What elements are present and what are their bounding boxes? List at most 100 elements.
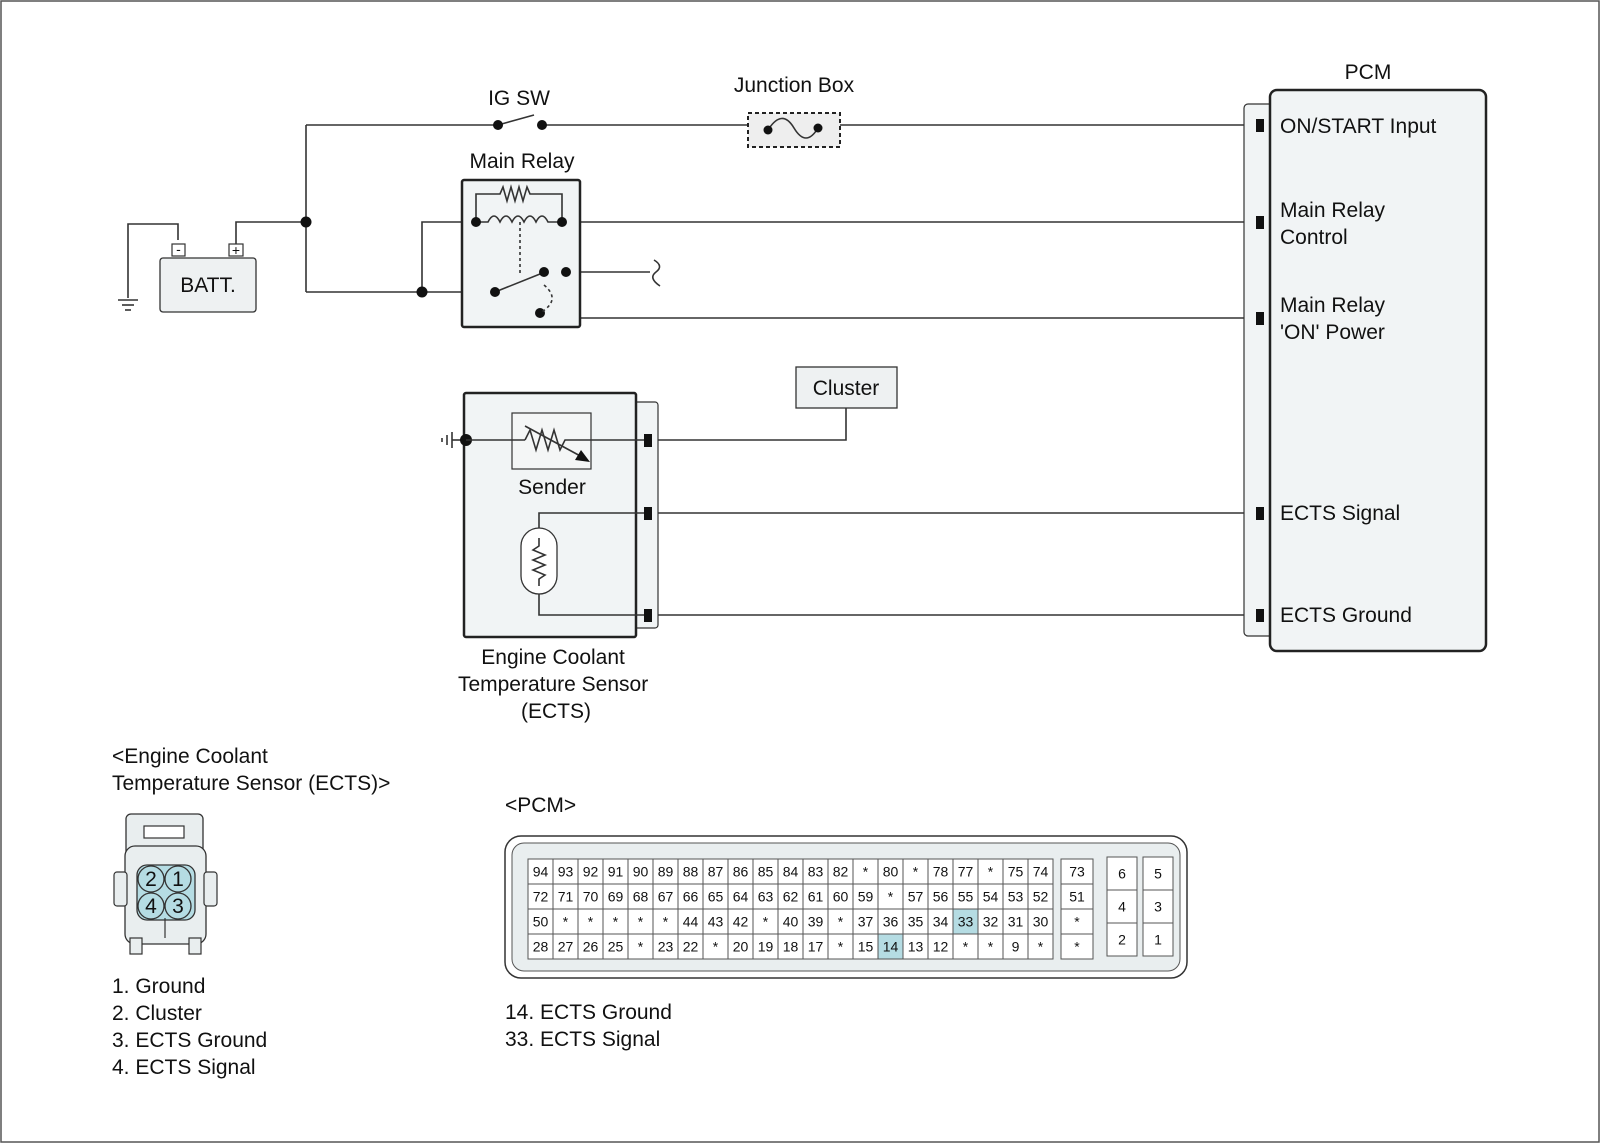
- pcm-pin-label: 15: [858, 939, 874, 955]
- pcm-pin-label: 39: [808, 914, 824, 930]
- pcm-terminal-main-relay-control: Main Relay Control: [1280, 199, 1391, 249]
- pcm-pin-cell: [1027, 908, 1054, 935]
- pcm-pin-cell: [1060, 858, 1094, 885]
- pcm-pin-cell: [677, 933, 704, 960]
- battery-label: BATT.: [180, 274, 236, 297]
- pcm-pin-cell: [527, 933, 554, 960]
- pcm-terminal-main-relay-on-power: Main Relay 'ON' Power: [1280, 294, 1391, 344]
- pcm-pin-cell: [1002, 933, 1029, 960]
- pcm-pin-label: 93: [558, 864, 574, 880]
- svg-text:+: +: [232, 242, 240, 258]
- pcm-pin-label: *: [1074, 939, 1080, 955]
- pcm-pin-label: *: [588, 914, 594, 930]
- pcm-connector-title: <PCM>: [505, 794, 576, 817]
- pcm-pin-label: 50: [533, 914, 549, 930]
- pcm-pin-label: *: [763, 914, 769, 930]
- pcm-pin-label: 26: [583, 939, 599, 955]
- pcm-pin-label: 4: [1118, 899, 1126, 915]
- svg-text:-: -: [176, 241, 181, 257]
- pcm-pin-label: 90: [633, 864, 649, 880]
- pcm-pin-cell: [777, 933, 804, 960]
- pcm-pin-cell: [1060, 933, 1094, 960]
- pcm-pin-cell: [702, 908, 729, 935]
- pcm-pin-label: 22: [683, 939, 699, 955]
- pcm-pin-label: 70: [583, 889, 599, 905]
- pcm-pin-label: 57: [908, 889, 924, 905]
- pcm-pin-label: 51: [1069, 889, 1085, 905]
- ects-connector-title: <Engine Coolant Temperature Sensor (ECTS…: [112, 745, 390, 795]
- pcm-pin-cell: [1106, 922, 1138, 957]
- pcm-pin-label: 55: [958, 889, 974, 905]
- pcm-pin-cell: [802, 883, 829, 910]
- ects-pin-label: 1: [172, 868, 184, 891]
- pcm-pin-label: 69: [608, 889, 624, 905]
- pcm-pin-label: 56: [933, 889, 949, 905]
- sender-arrow-icon: [575, 450, 590, 462]
- pcm-pin-label: 19: [758, 939, 774, 955]
- pcm-pin-cell: [877, 883, 904, 910]
- pcm-pin-cell: [602, 883, 629, 910]
- pcm-pin-cell: [527, 883, 554, 910]
- pcm-pin-label: 20: [733, 939, 749, 955]
- pcm-pin-cell: [952, 858, 979, 885]
- pcm-pin-cell: [1142, 922, 1174, 957]
- pcm-pin-label: *: [913, 864, 919, 880]
- pcm-pin-label: 59: [858, 889, 874, 905]
- pcm-pin-label: 1: [1154, 932, 1162, 948]
- pcm-pin-cell: [702, 933, 729, 960]
- pcm-pin-cell: [727, 908, 754, 935]
- pcm-module: [1268, 88, 1488, 653]
- fuse-icon: [767, 117, 819, 139]
- pcm-pin-label: 72: [533, 889, 549, 905]
- cluster-label: Cluster: [813, 377, 880, 400]
- relay-resistor-icon: [475, 184, 563, 222]
- pcm-pin-label: 9: [1012, 939, 1020, 955]
- pcm-terminal-pins: [1256, 119, 1264, 622]
- pcm-pin-cell: [577, 933, 604, 960]
- pcm-pin-label: 36: [883, 914, 899, 930]
- pcm-pin-label: 67: [658, 889, 674, 905]
- pcm-pin-label: 13: [908, 939, 924, 955]
- battery-positive-terminal: [228, 243, 244, 257]
- pcm-pin-cell: [552, 933, 579, 960]
- pcm-pin-label: 61: [808, 889, 824, 905]
- pcm-pin-label: 73: [1069, 864, 1085, 880]
- pcm-pin-label: 3: [1154, 899, 1162, 915]
- pcm-pin-label: 77: [958, 864, 974, 880]
- pcm-pin-cell: [927, 883, 954, 910]
- pcm-pin-label: 71: [558, 889, 574, 905]
- pcm-pin-label: 18: [783, 939, 799, 955]
- pcm-pin-label: 65: [708, 889, 724, 905]
- pcm-pin-cell: [902, 883, 929, 910]
- ects-pin-label: 3: [172, 895, 184, 918]
- pcm-pin-cell: [602, 933, 629, 960]
- pcm-pin-cell: [652, 883, 679, 910]
- pcm-pin-cell: [652, 858, 679, 885]
- relay-coil-icon: [476, 215, 562, 224]
- pcm-pin-label: 54: [983, 889, 999, 905]
- pcm-pin-label: 60: [833, 889, 849, 905]
- pcm-pin-label: *: [563, 914, 569, 930]
- ects-label: Engine Coolant Temperature Sensor (ECTS): [458, 646, 654, 723]
- pcm-pin-cell: [977, 908, 1004, 935]
- pcm-pin-cell: [852, 858, 879, 885]
- pcm-pin-label: 12: [933, 939, 949, 955]
- ects-connector-face: 2 1 4 3: [113, 813, 218, 955]
- pcm-pin-cell: [627, 883, 654, 910]
- pcm-pin-label: *: [638, 939, 644, 955]
- pcm-pin-legend: 14. ECTS Ground 33. ECTS Signal: [505, 1001, 678, 1051]
- pcm-pin-label: 92: [583, 864, 599, 880]
- pcm-pin-label: 6: [1118, 866, 1126, 882]
- pcm-pin-label: 68: [633, 889, 649, 905]
- pcm-pin-cell: [827, 933, 854, 960]
- pcm-pin-cell: [852, 933, 879, 960]
- pcm-pin-label: 63: [758, 889, 774, 905]
- pcm-pin-label: 2: [1118, 932, 1126, 948]
- ects-terminal-pins: [644, 434, 652, 622]
- pcm-pin-label: 33: [958, 914, 974, 930]
- pcm-pin-label: 75: [1008, 864, 1024, 880]
- battery: [159, 257, 257, 313]
- pcm-pin-cell: [652, 933, 679, 960]
- pcm-pin-cell: [777, 908, 804, 935]
